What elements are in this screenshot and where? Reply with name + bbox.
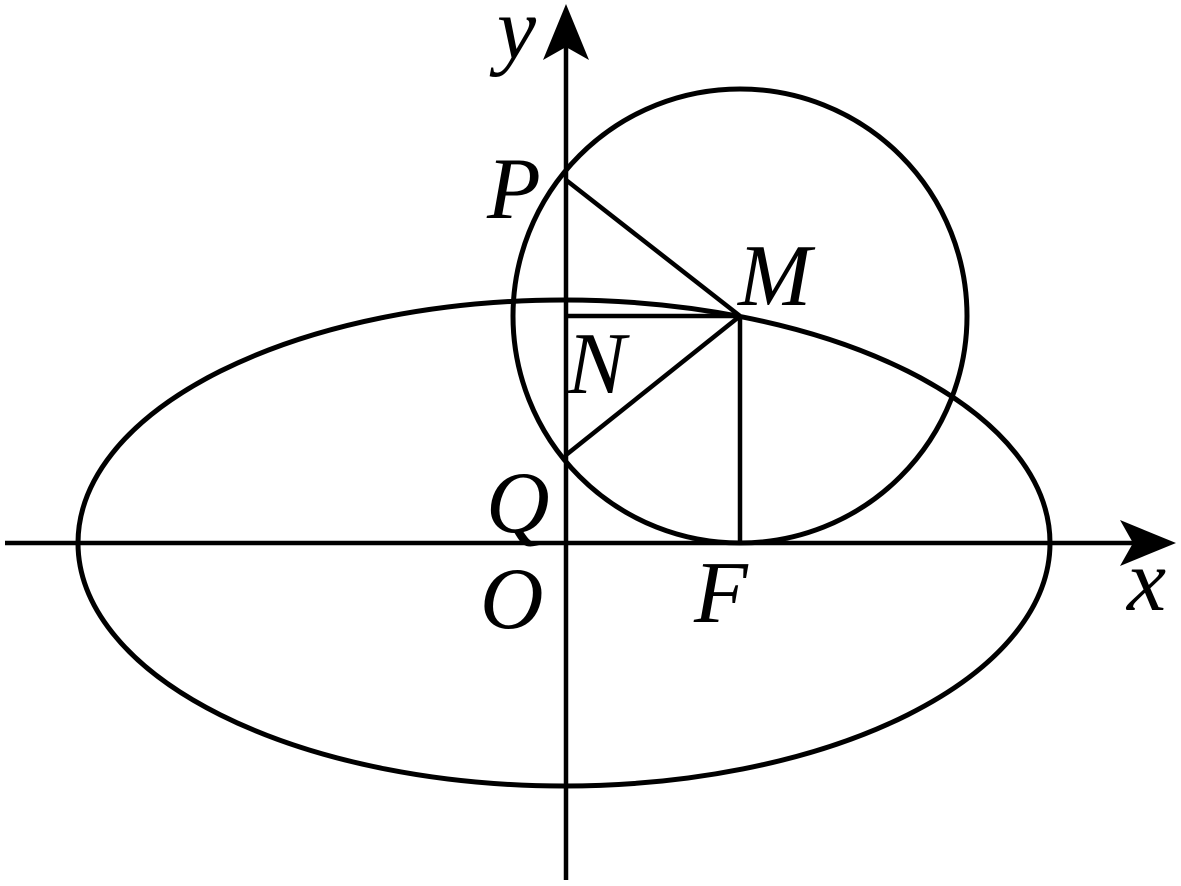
- label-point-p: P: [486, 141, 541, 238]
- label-y-axis: y: [489, 0, 537, 78]
- x-axis-arrow: [1120, 520, 1176, 566]
- label-point-m: M: [736, 228, 816, 325]
- label-point-n: N: [566, 316, 630, 413]
- segment-qm: [564, 314, 742, 457]
- label-point-q: Q: [486, 455, 550, 552]
- y-axis-arrow: [543, 4, 589, 60]
- label-point-f: F: [693, 545, 749, 642]
- segment-pm: [564, 178, 742, 318]
- label-origin: O: [480, 551, 544, 648]
- label-x-axis: x: [1125, 533, 1166, 630]
